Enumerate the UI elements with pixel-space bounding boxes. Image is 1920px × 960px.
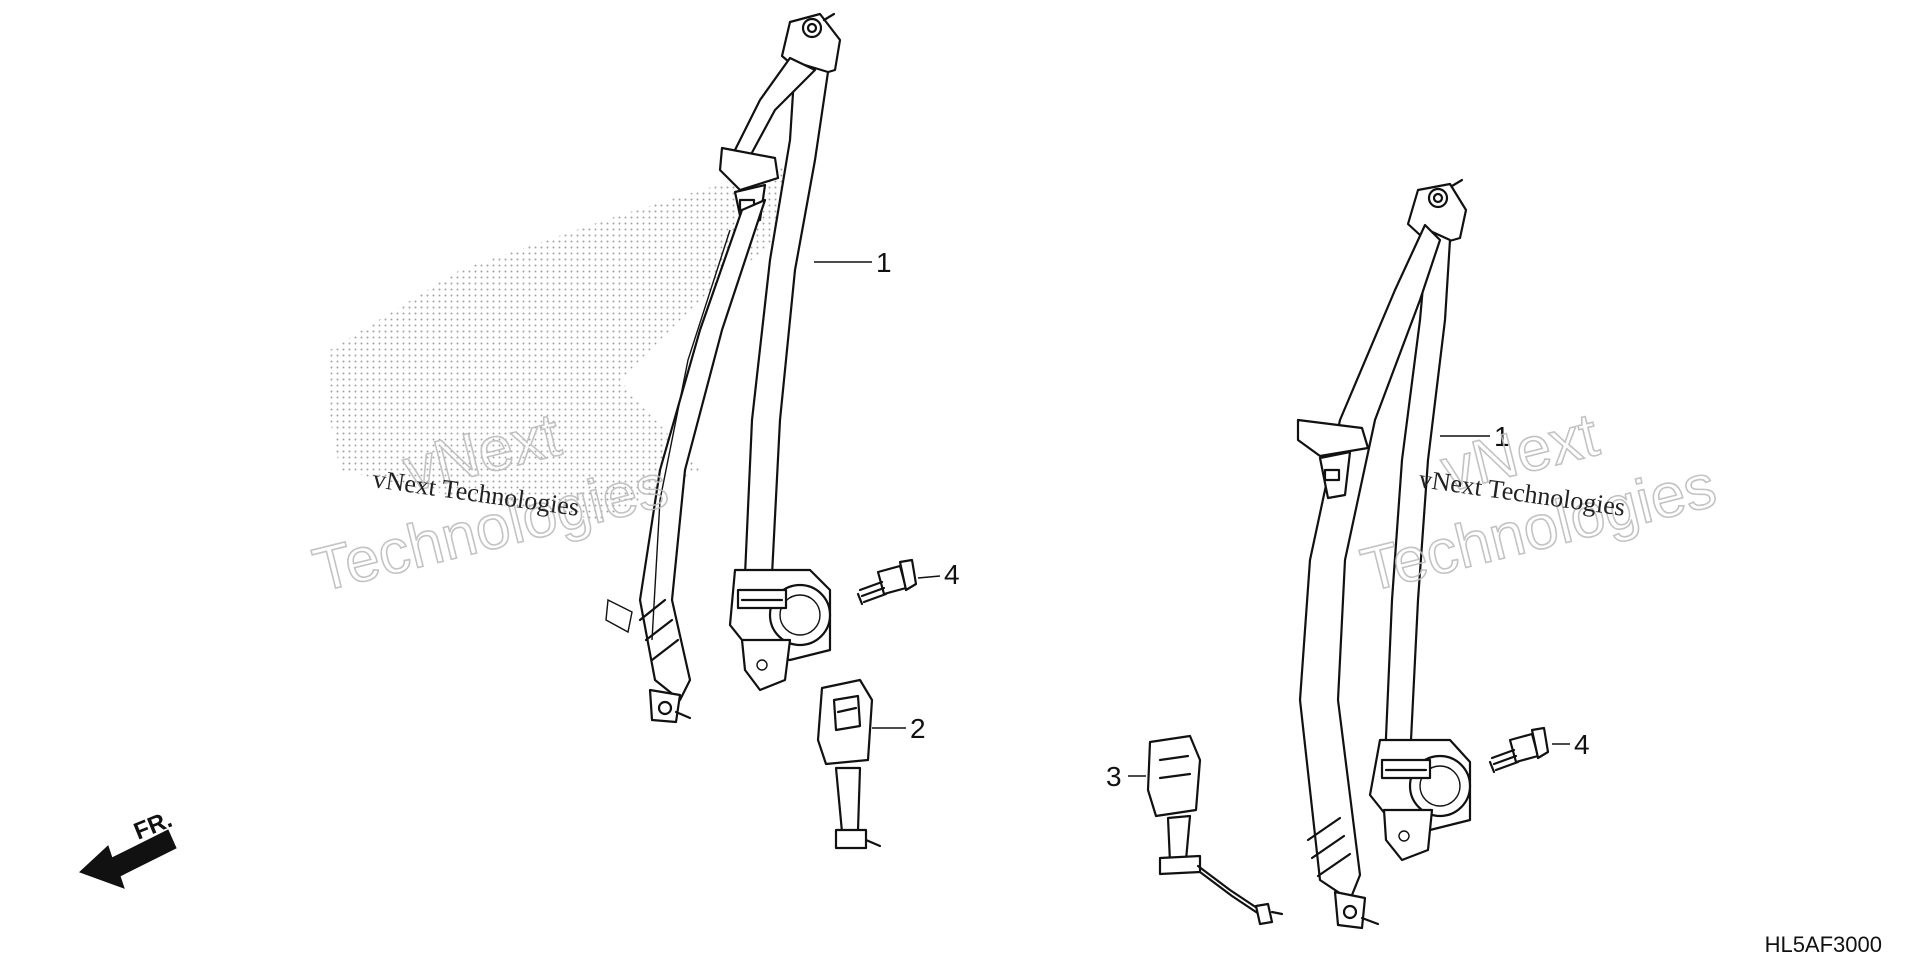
callout-1-right: 1 [1494, 421, 1510, 452]
right-seat-belt-assembly [1296, 178, 1472, 930]
front-arrow-icon [79, 829, 177, 889]
left-seat-belt-assembly [605, 12, 842, 724]
stipple-shading [330, 160, 800, 520]
flange-bolt-left [856, 558, 918, 606]
buckle-right-with-cable [1146, 734, 1284, 926]
front-direction-indicator: FR. [79, 806, 177, 889]
callout-4-right: 4 [1574, 729, 1590, 760]
callout-3: 3 [1106, 761, 1122, 792]
leader-lines [814, 261, 1570, 777]
flange-bolt-right [1488, 726, 1550, 774]
diagram-code: HL5AF3000 [1765, 932, 1882, 957]
callout-1-left: 1 [876, 247, 892, 278]
buckle-left [816, 678, 882, 850]
callout-2: 2 [910, 713, 926, 744]
callout-4-left: 4 [944, 559, 960, 590]
